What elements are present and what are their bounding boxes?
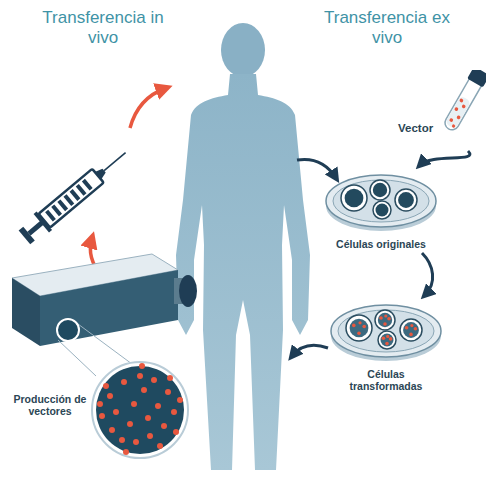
syringe	[17, 143, 134, 246]
cell-dish: Células originales	[322, 168, 440, 250]
ex-vivo-arrow	[292, 345, 328, 356]
culture-flask	[6, 248, 242, 470]
vector-production: Producción de vectores	[6, 248, 242, 470]
caption: Vector	[398, 122, 442, 134]
ex-vivo-arrow	[297, 159, 336, 178]
caption: Producción de vectores	[10, 393, 90, 417]
syringe-mark	[82, 179, 93, 191]
vector-sample: Vector	[398, 70, 486, 148]
caption: Células transformadas	[341, 368, 431, 392]
syringe-mark	[51, 205, 62, 217]
section-title: Transferencia ex vivo	[312, 8, 462, 48]
in-vivo-arrow	[130, 88, 166, 128]
process-arrow	[422, 253, 433, 295]
syringe-mark	[63, 194, 74, 206]
syringe-mark	[57, 199, 68, 211]
syringe-mark	[70, 189, 81, 201]
petri-dish	[322, 168, 440, 234]
vector-tube	[398, 70, 486, 148]
syringe-mark	[45, 210, 56, 222]
petri-dish	[327, 298, 445, 364]
process-arrow	[420, 151, 470, 165]
caption: Células originales	[336, 238, 426, 250]
syringe-mark	[76, 184, 87, 196]
cell-dish: Células transformadas	[327, 298, 445, 392]
human-figure	[176, 23, 310, 470]
section-title: Transferencia in vivo	[28, 8, 178, 48]
